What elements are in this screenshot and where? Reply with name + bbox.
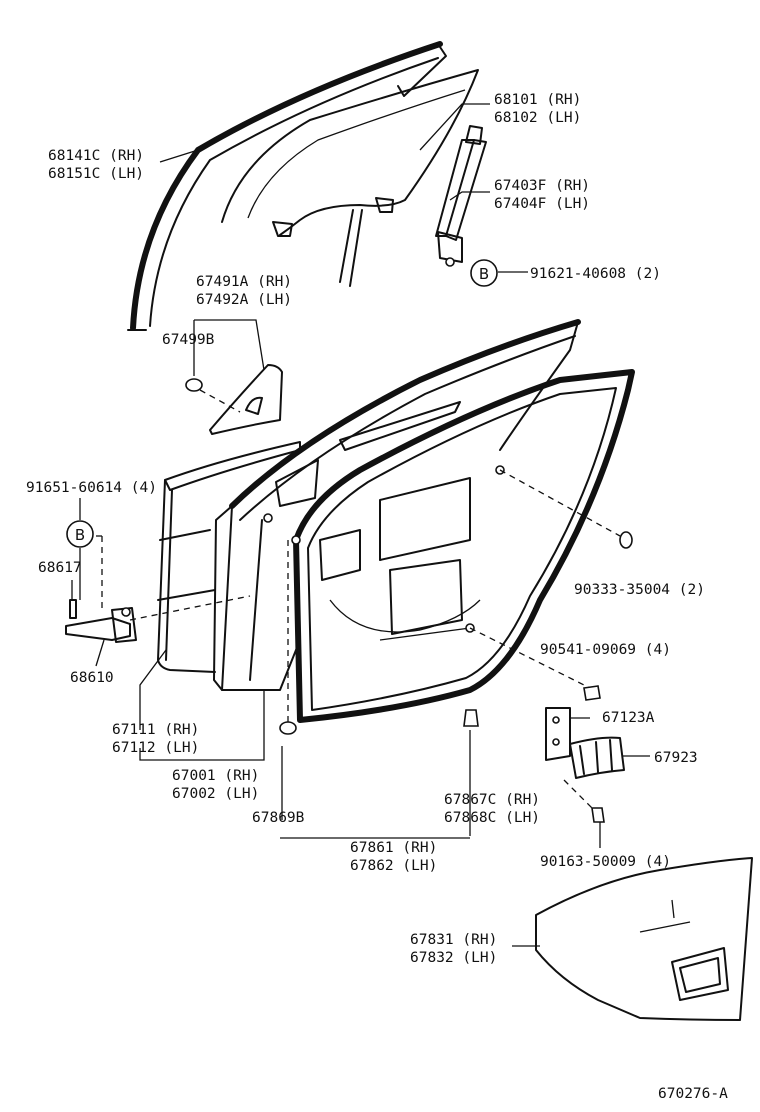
label-90333: 90333-35004 (2) (574, 582, 705, 598)
label-67861: 67861 (RH) (350, 840, 437, 856)
svg-text:B: B (479, 265, 489, 283)
label-68151c: 68151C (LH) (48, 166, 144, 182)
label-91651: 91651-60614 (4) (26, 480, 157, 496)
label-67831: 67831 (RH) (410, 932, 497, 948)
label-91621: 91621-40608 (2) (530, 266, 661, 282)
label-68102: 68102 (LH) (494, 110, 581, 126)
part-labels: 68101 (RH) 68102 (LH) 68141C (RH) 68151C… (26, 92, 728, 1102)
handle-drawing (545, 707, 625, 779)
corner-cover-drawing (185, 364, 283, 435)
leader-lines (71, 103, 650, 947)
fasteners (279, 531, 633, 823)
label-67404f: 67404F (LH) (494, 196, 590, 212)
label-67491a: 67491A (RH) (196, 274, 292, 290)
rear-channel-drawing (435, 125, 487, 267)
callout-b-left: B (66, 520, 94, 548)
label-68617: 68617 (38, 560, 82, 576)
drawing-number: 670276-A (658, 1086, 728, 1102)
label-67001: 67001 (RH) (172, 768, 259, 784)
label-67123a: 67123A (602, 710, 655, 726)
label-67869b: 67869B (252, 810, 305, 826)
label-68610: 68610 (70, 670, 114, 686)
label-67111: 67111 (RH) (112, 722, 199, 738)
svg-text:B: B (75, 526, 85, 544)
label-90163: 90163-50009 (4) (540, 854, 671, 870)
callout-b-right: B (470, 259, 498, 287)
fastener-dashes (287, 469, 621, 813)
label-68101: 68101 (RH) (494, 92, 581, 108)
hinge-drawing (65, 536, 251, 643)
label-67868c: 67868C (LH) (444, 810, 540, 826)
label-67923: 67923 (654, 750, 698, 766)
label-67492a: 67492A (LH) (196, 292, 292, 308)
label-68141c: 68141C (RH) (48, 148, 144, 164)
frame-moulding-drawing (127, 41, 447, 331)
label-67867c: 67867C (RH) (444, 792, 540, 808)
label-67403f: 67403F (RH) (494, 178, 590, 194)
label-67002: 67002 (LH) (172, 786, 259, 802)
label-67112: 67112 (LH) (112, 740, 199, 756)
door-glass-drawing (221, 69, 479, 287)
label-67862: 67862 (LH) (350, 858, 437, 874)
trim-board-drawing (535, 857, 753, 1021)
weatherstrip-drawing (293, 369, 635, 723)
inner-panel-details (263, 465, 505, 641)
label-67499b: 67499B (162, 332, 215, 348)
label-90541: 90541-09069 (4) (540, 642, 671, 658)
label-67832: 67832 (LH) (410, 950, 497, 966)
